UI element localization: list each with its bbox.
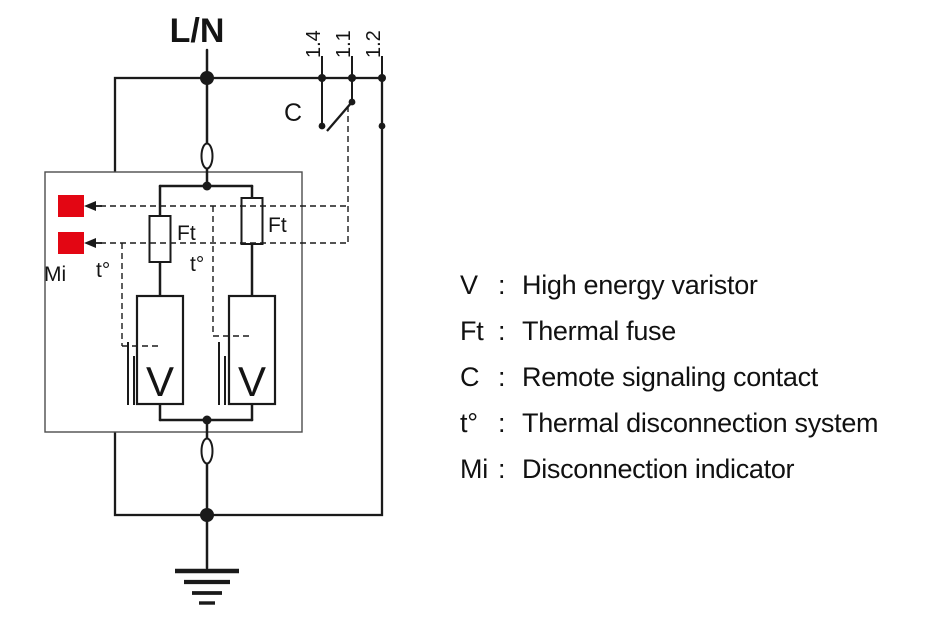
varistor-left	[127, 294, 185, 406]
legend-term: V	[460, 269, 478, 300]
node-dots	[200, 71, 386, 522]
arrowhead-lower	[84, 238, 96, 248]
legend-desc: Disconnection indicator	[522, 453, 795, 484]
varistor-label-right: V	[238, 358, 266, 405]
terminal-label-1-4: 1.4	[303, 30, 325, 58]
terminal-label-1-2: 1.2	[363, 30, 385, 58]
legend-colon: :	[498, 453, 506, 484]
disconnect-plates-left	[127, 342, 135, 405]
legend-colon: :	[498, 269, 506, 300]
fuse-label-right: Ft	[268, 214, 287, 237]
legend-colon: :	[498, 315, 506, 346]
terminal-label-1-1: 1.1	[333, 30, 355, 58]
legend-colon: :	[498, 407, 506, 438]
legend-colon: :	[498, 361, 506, 392]
thermal-linkage-dashed	[100, 106, 349, 347]
arrowhead-upper	[84, 201, 96, 211]
legend: V : High energy varistor Ft : Thermal fu…	[460, 262, 930, 492]
legend-term: t°	[460, 407, 478, 438]
varistor-label-left: V	[146, 358, 174, 405]
legend-row-indicator: Mi : Disconnection indicator	[460, 446, 930, 492]
legend-row-thermal: t° : Thermal disconnection system	[460, 400, 930, 446]
thermal-label-right: t°	[190, 253, 204, 276]
thermal-fuse-right	[240, 197, 264, 245]
indicator-label: Mi	[44, 263, 66, 286]
contact-dots	[318, 98, 386, 130]
bottom-terminal-oval	[200, 437, 214, 465]
ground-symbol	[175, 568, 239, 605]
legend-desc: High energy varistor	[522, 269, 758, 300]
thermal-fuse-left	[148, 215, 172, 263]
line-neutral-label: L/N	[170, 12, 225, 50]
disconnect-plates-right	[218, 342, 226, 405]
disconnection-indicator-lower	[58, 232, 84, 254]
legend-term: Ft	[460, 315, 484, 346]
contact-label: C	[284, 99, 302, 127]
disconnection-indicator-upper	[58, 195, 84, 217]
wires	[158, 48, 254, 570]
legend-row-contact: C : Remote signaling contact	[460, 354, 930, 400]
remote-contact-switch	[321, 56, 383, 132]
legend-row-fuse: Ft : Thermal fuse	[460, 308, 930, 354]
legend-desc: Remote signaling contact	[522, 361, 818, 392]
varistor-right	[218, 294, 277, 406]
thermal-label-left: t°	[96, 259, 110, 282]
legend-desc: Thermal disconnection system	[522, 407, 879, 438]
legend-term: Mi	[460, 453, 488, 484]
legend-row-varistor: V : High energy varistor	[460, 262, 930, 308]
legend-desc: Thermal fuse	[522, 315, 676, 346]
fuse-label-left: Ft	[177, 222, 196, 245]
legend-term: C	[460, 361, 480, 392]
top-terminal-oval	[200, 142, 214, 170]
